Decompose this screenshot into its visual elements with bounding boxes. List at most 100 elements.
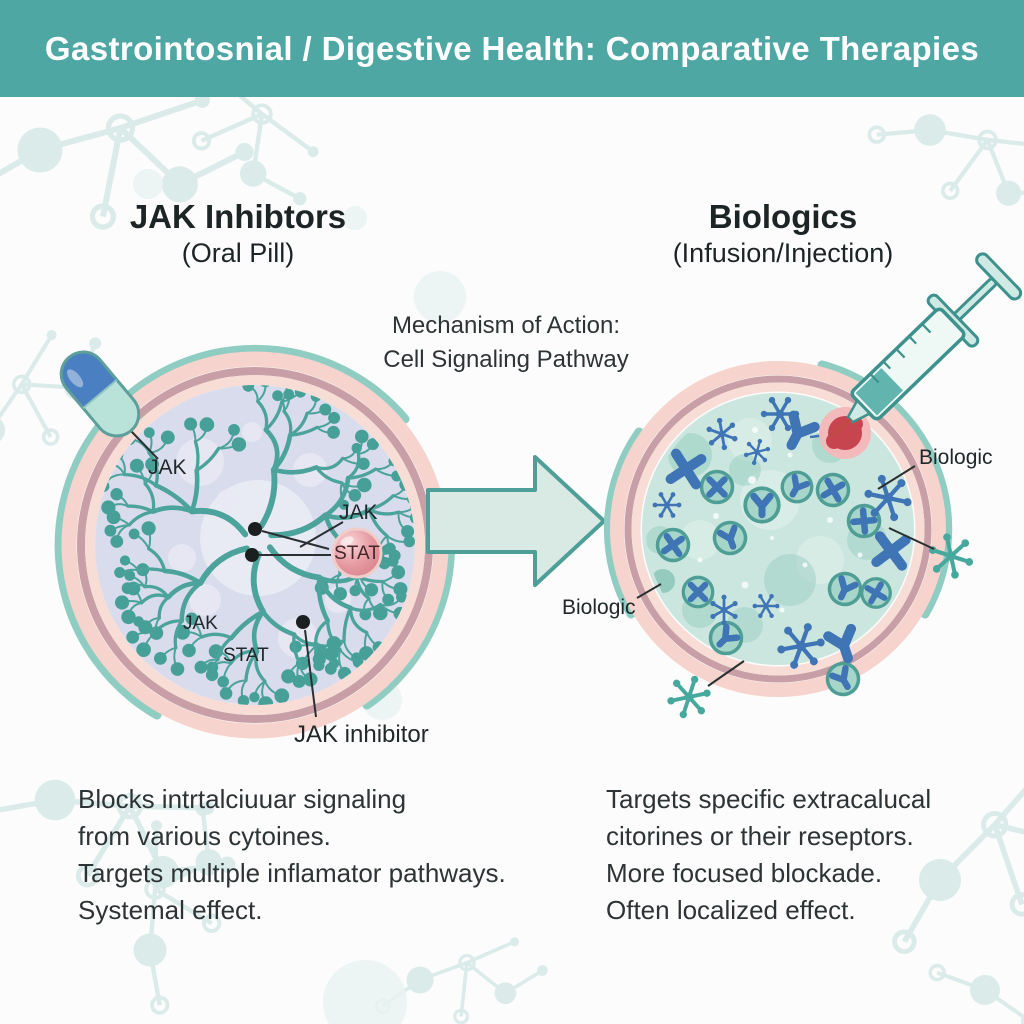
mechanism-line1: Mechanism of Action: <box>391 312 621 339</box>
branch-tip-dot <box>217 675 229 688</box>
branch-tip-dot <box>272 390 283 402</box>
branch-path <box>323 507 372 521</box>
branch-path <box>197 545 250 587</box>
branch-tip-dot <box>403 535 415 548</box>
molecule-node <box>150 995 170 1015</box>
branch-tip-dot <box>170 662 185 676</box>
left-subheading: (Oral Pill) <box>181 238 295 268</box>
biologic-cell-illustration <box>603 252 1023 723</box>
molecule-node <box>89 337 102 350</box>
branch-path <box>229 609 266 641</box>
branch-path <box>271 432 293 472</box>
branch-path <box>264 400 284 432</box>
left-desc-line: Systemal effect. <box>78 895 263 925</box>
branch-tip-dot <box>328 411 341 424</box>
molecule-node <box>307 146 319 158</box>
branch-tip-dot <box>357 477 372 493</box>
cell-membrane-ring <box>624 375 932 683</box>
molecule-node <box>75 863 100 888</box>
label-jak-mid: JAK <box>339 501 378 524</box>
molecule-node <box>892 929 917 954</box>
branch-tip-dot <box>373 605 388 621</box>
molecule-bond <box>987 137 1024 149</box>
branch-path <box>282 409 293 437</box>
branch-path <box>367 507 389 538</box>
leader-lines <box>130 430 344 718</box>
immune-cell-icon <box>702 472 733 503</box>
cell-outer-teal-arc <box>603 427 644 619</box>
branch-tip-dot <box>312 652 326 666</box>
right-desc-line: Often localized effect. <box>606 895 856 925</box>
branch-path <box>314 456 345 471</box>
label-jak-bottom: JAK <box>183 613 218 634</box>
pill-capsule-icon <box>59 350 141 438</box>
branch-tip-dot <box>194 660 208 674</box>
molecule-node <box>867 125 886 144</box>
molecule-node <box>219 856 236 873</box>
branch-path <box>266 544 323 581</box>
branch-path <box>348 602 383 613</box>
molecule-bond <box>19 383 53 438</box>
molecule-bond <box>992 823 1024 906</box>
branch-tip-dot <box>348 489 362 502</box>
branch-path <box>126 504 155 514</box>
molecule-node <box>151 820 163 832</box>
branch-path <box>255 399 269 432</box>
molecule-node <box>89 203 117 230</box>
branch-path <box>157 595 170 620</box>
molecule-node <box>941 181 960 201</box>
branch-path <box>323 475 351 518</box>
molecule-node <box>1009 892 1024 917</box>
branch-tip-dot <box>110 535 124 548</box>
syringe-icon <box>833 252 1023 437</box>
branch-tip-dot <box>228 424 240 436</box>
right-desc-line: Targets specific extracalucal <box>606 784 932 814</box>
right-heading: Biologics <box>708 198 858 235</box>
soft-circle-decoration <box>323 960 407 1024</box>
molecule-node <box>494 982 517 1005</box>
label-jak-inhibitor: JAK inhibitor <box>294 721 429 748</box>
branch-tip-dot <box>128 528 140 540</box>
molecule-node <box>293 192 307 206</box>
molecule-bond <box>200 112 263 143</box>
stat-molecule <box>331 527 383 579</box>
branch-tip-dot <box>319 403 332 416</box>
right-description: Targets specific extracalucal citorines … <box>606 781 931 929</box>
branch-tip-dot <box>349 585 361 597</box>
mechanism-line2: Cell Signaling Pathway <box>383 346 629 373</box>
branch-path <box>136 567 167 573</box>
branch-tip-dot <box>199 417 215 432</box>
signaling-pathway-branches <box>98 385 415 705</box>
branch-path <box>216 636 234 662</box>
branch-path <box>143 584 170 600</box>
branch-path <box>292 632 302 665</box>
branch-path <box>271 465 319 475</box>
molecule-node <box>105 113 136 143</box>
branch-path <box>256 385 267 403</box>
branch-path <box>346 467 378 480</box>
branch-path <box>189 468 200 514</box>
soft-circle-decoration <box>133 169 163 199</box>
branch-tip-dot <box>396 591 407 603</box>
branch-tip-dot <box>160 430 175 445</box>
label-stat-bottom: STAT <box>223 645 269 666</box>
branch-tip-dot <box>283 388 295 400</box>
branch-tip-dot <box>382 593 395 606</box>
branch-tip-dot <box>143 427 155 438</box>
branch-tip-dot <box>355 429 369 444</box>
branch-tip-dot <box>182 643 196 658</box>
branch-tip-dot <box>141 521 156 536</box>
branch-tip-dot <box>119 555 131 566</box>
label-biologic-right: Biologic <box>919 446 993 469</box>
molecule-node <box>239 160 267 187</box>
molecule-node <box>191 131 212 151</box>
molecule-node <box>17 127 63 173</box>
right-desc-line: More focused blockade. <box>606 858 883 888</box>
branch-tip-dot <box>129 458 144 473</box>
page-title: Gastrointosnial / Digestive Health: Comp… <box>44 29 980 67</box>
cell-membrane-ring <box>85 375 425 715</box>
left-desc-line: Blocks intrtalciuuar signaling <box>78 784 407 814</box>
molecule-node <box>144 878 166 900</box>
branch-tip-dot <box>381 544 392 555</box>
